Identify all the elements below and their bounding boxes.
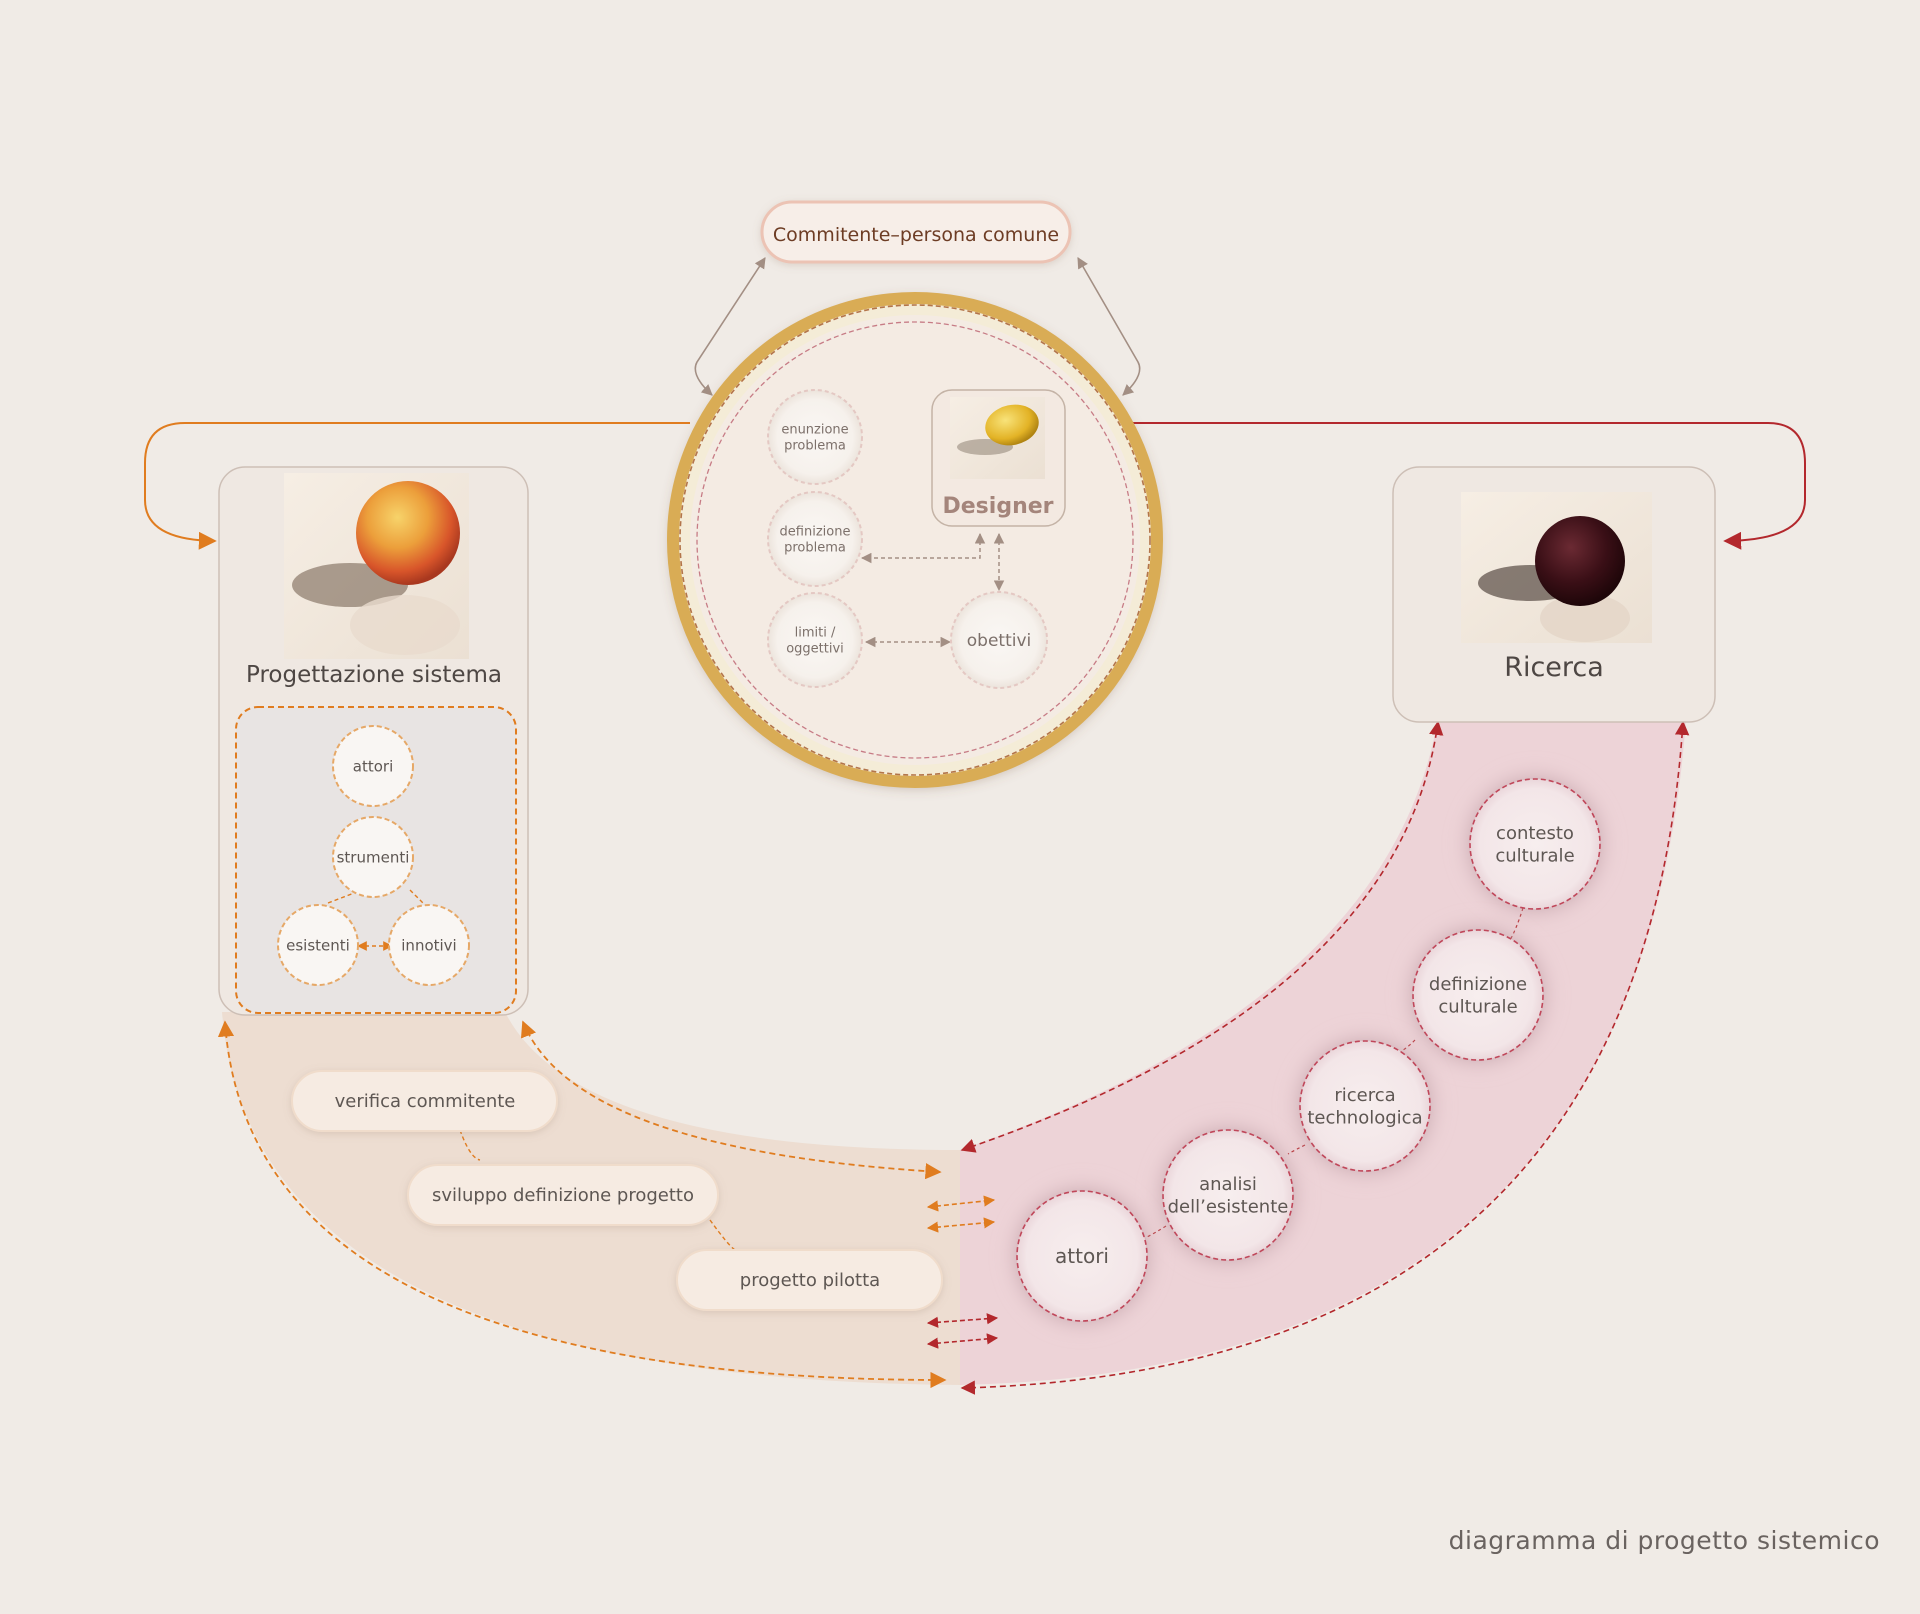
client-right-arrow — [1077, 257, 1141, 396]
red-outer-arc — [960, 720, 1690, 1395]
left-attori-label: attori — [353, 757, 393, 775]
center-node-limiti[interactable]: limiti /oggettivi — [767, 592, 863, 688]
peach-photo-icon — [356, 481, 460, 585]
diagram-caption: diagramma di progetto sistemico — [1448, 1526, 1880, 1555]
plum-photo-icon — [1535, 516, 1625, 606]
designer-to-definizione — [860, 532, 986, 564]
left-node-innotivi[interactable]: innotivi — [388, 904, 470, 986]
step-link-1 — [459, 1129, 481, 1161]
progettazione-title: Progettazione sistema — [246, 662, 502, 688]
step-pilota[interactable]: progetto pilotta — [676, 1249, 943, 1311]
designer-label: Designer — [943, 494, 1054, 519]
left-strumenti-label: strumenti — [337, 848, 410, 866]
obettivi-label: obettivi — [967, 631, 1032, 651]
client-box[interactable]: Commitente–persona comune — [760, 200, 1072, 264]
client-label: Commitente–persona comune — [773, 224, 1059, 246]
step-verifica[interactable]: verifica commitente — [291, 1070, 558, 1132]
left-node-strumenti[interactable]: strumenti — [332, 816, 414, 898]
step-sviluppo[interactable]: sviluppo definizione progetto — [407, 1164, 719, 1226]
pilota-label: progetto pilotta — [740, 1270, 880, 1291]
chain-attori-label: attori — [1055, 1244, 1109, 1268]
left-esistenti-label: esistenti — [286, 936, 350, 954]
center-node-obettivi[interactable]: obettivi — [950, 591, 1048, 689]
client-left-arrow — [694, 257, 766, 396]
step-link-2 — [709, 1219, 736, 1251]
band-link-4 — [926, 1333, 999, 1349]
red-loop-arrow — [1132, 422, 1806, 550]
left-node-attori[interactable]: attori — [332, 725, 414, 807]
orange-loop-arrow — [144, 422, 690, 550]
sviluppo-label: sviluppo definizione progetto — [432, 1185, 694, 1206]
band-link-2 — [926, 1217, 996, 1233]
ricerca-panel: Ricerca — [1392, 466, 1716, 723]
verifica-label: verifica commitente — [335, 1091, 516, 1112]
band-link-1 — [926, 1195, 996, 1212]
left-node-esistenti[interactable]: esistenti — [277, 904, 359, 986]
lemon-photo-icon — [985, 404, 1039, 446]
left-innotivi-label: innotivi — [401, 936, 456, 954]
chain-node-attori[interactable]: attori — [998, 1172, 1166, 1340]
band-link-3 — [926, 1313, 999, 1328]
limiti-label: limiti /oggettivi — [786, 625, 844, 656]
designer-circle: Designer — [667, 292, 1163, 788]
ricerca-title: Ricerca — [1504, 652, 1604, 683]
